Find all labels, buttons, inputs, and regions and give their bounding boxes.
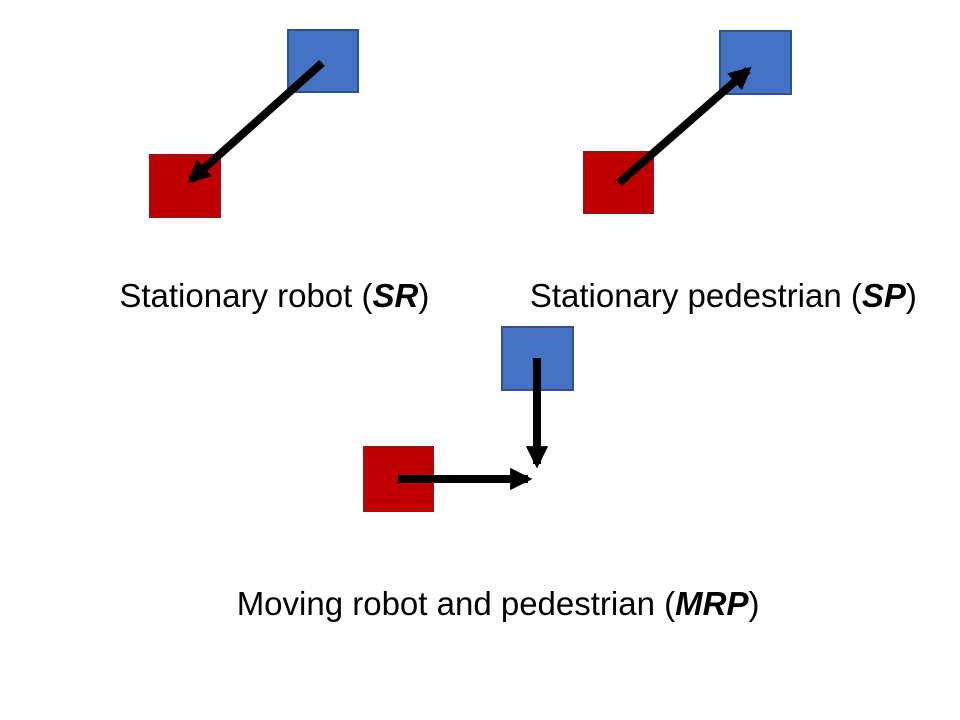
caption-stationary-robot: Stationary robot (SR) <box>16 236 496 356</box>
caption-moving-robot-pedestrian: Moving robot and pedestrian (MRP) <box>200 544 760 664</box>
caption-mrp-close-paren: ) <box>748 585 760 622</box>
sr-arrow-down-left <box>187 60 325 183</box>
caption-sr-close-paren: ) <box>418 277 430 314</box>
caption-sp-text: Stationary pedestrian ( <box>529 277 862 314</box>
caption-mrp-abbr: MRP <box>675 585 749 622</box>
caption-sr-text: Stationary robot ( <box>119 277 373 314</box>
caption-sr-abbr: SR <box>372 277 419 314</box>
caption-mrp-text: Moving robot and pedestrian ( <box>236 585 676 622</box>
sp-arrow-up-right <box>616 66 752 187</box>
caption-stationary-pedestrian: Stationary pedestrian (SP) <box>465 236 945 356</box>
caption-sp-abbr: SP <box>861 277 906 314</box>
caption-sp-close-paren: ) <box>905 277 917 314</box>
sp-blue-square <box>719 30 792 95</box>
